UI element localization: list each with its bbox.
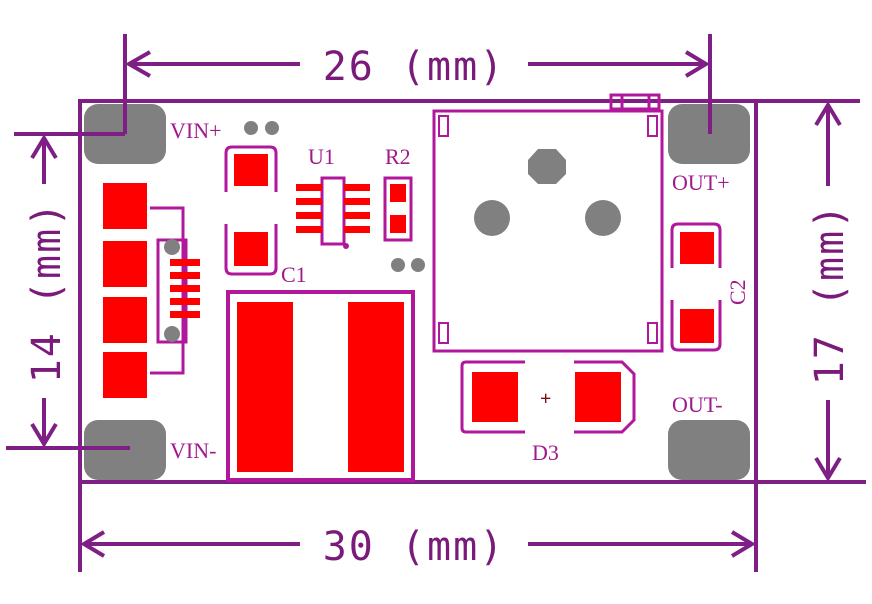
r2-pad [390, 215, 406, 233]
label-c2: C2 [725, 279, 750, 305]
u1-pin [344, 198, 370, 205]
pot-pin-right [585, 200, 621, 236]
label-d3: D3 [532, 440, 559, 465]
c2-pad [680, 232, 714, 264]
c1-outline [224, 145, 278, 276]
label-out-plus: OUT+ [672, 170, 730, 195]
label-r2: R2 [385, 144, 411, 169]
out-minus-pad [668, 420, 750, 480]
c1-pad [234, 232, 268, 266]
pot-pin-left [474, 200, 510, 236]
usb-pin [170, 311, 200, 318]
inductor-pad [237, 302, 293, 472]
u1-pin [296, 184, 322, 191]
u1-pin [296, 226, 322, 233]
via-dot [391, 258, 405, 272]
c2-outline [670, 222, 722, 352]
pot-corner [438, 115, 449, 137]
d3-pad [575, 372, 621, 422]
label-out-minus: OUT- [672, 392, 723, 417]
usb-pin [170, 272, 200, 279]
usb-pad [103, 352, 147, 398]
pot-tab [609, 93, 661, 111]
u1-body [320, 176, 346, 246]
r2-pad [390, 184, 406, 202]
dimension-lines [6, 34, 866, 572]
d3-outline [460, 360, 636, 434]
via-dot [265, 121, 279, 135]
usb-hole [164, 326, 180, 342]
label-vin-minus: VIN- [170, 438, 216, 463]
pot-pin-top [528, 149, 566, 184]
usb-pin [170, 298, 200, 305]
via-dot [244, 121, 258, 135]
label-u1: U1 [308, 144, 335, 169]
label-vin-plus: VIN+ [170, 118, 222, 143]
c1-pad [234, 154, 268, 186]
dimension-top-text: 26 (mm) [323, 44, 506, 90]
label-polarity: + [540, 388, 551, 410]
via-dot [411, 258, 425, 272]
usb-pin [170, 259, 200, 266]
usb-pin [170, 285, 200, 292]
usb-pad [103, 183, 147, 229]
usb-pad [103, 297, 147, 343]
pot-outline [432, 109, 664, 353]
u1-pin [344, 184, 370, 191]
u1-pin [296, 198, 322, 205]
board-outline [78, 99, 758, 484]
d3-pad [472, 372, 518, 422]
r2-outline [383, 176, 413, 242]
dimension-right-text: 17 (mm) [807, 203, 853, 386]
u1-pin [296, 212, 322, 219]
dimension-left-text: 14 (mm) [24, 201, 70, 384]
pot-corner [647, 322, 658, 344]
dimension-bottom-text: 30 (mm) [323, 524, 506, 570]
inductor-outline [226, 290, 415, 482]
pot-corner [647, 115, 658, 137]
usb-hole [164, 239, 180, 255]
label-c1: C1 [281, 262, 307, 287]
pot-corner [438, 322, 449, 344]
u1-pin1-dot [343, 243, 349, 249]
c2-pad [680, 309, 714, 343]
u1-pin [344, 226, 370, 233]
usb-pad [103, 241, 147, 287]
inductor-pad [348, 302, 404, 472]
u1-pin [344, 212, 370, 219]
